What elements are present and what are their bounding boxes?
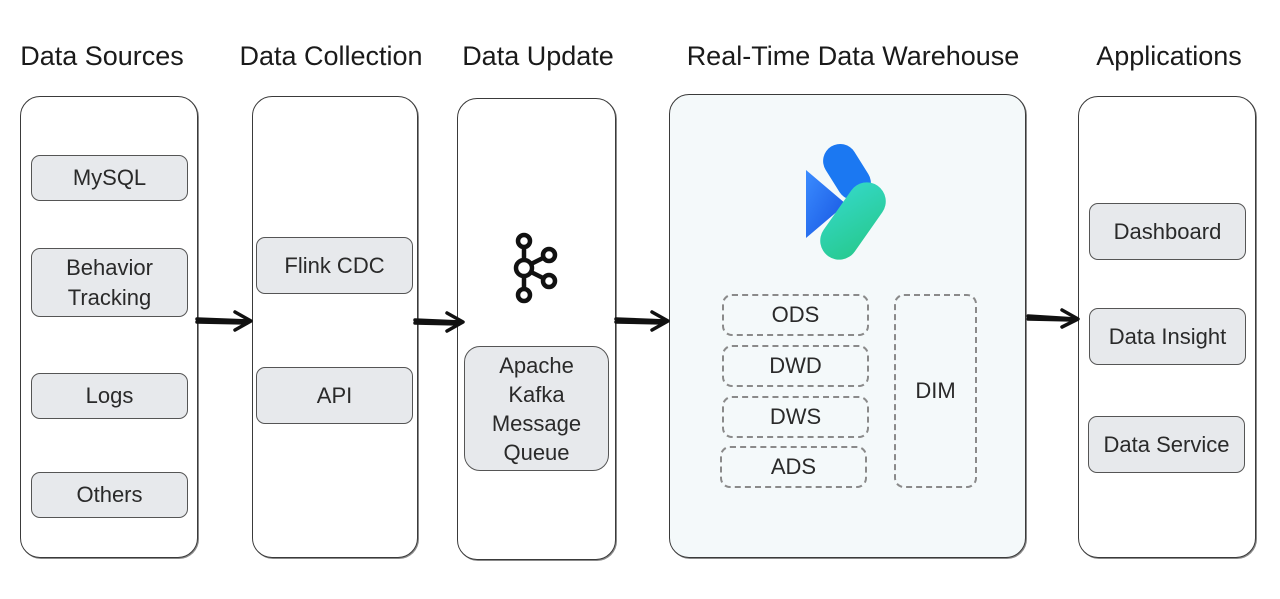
layer-ads: ADS xyxy=(720,446,867,488)
arrow-sources-to-collection xyxy=(195,310,253,332)
layer-ods: ODS xyxy=(722,294,869,336)
layer-dwd: DWD xyxy=(722,345,869,387)
layer-dws: DWS xyxy=(722,396,869,438)
data-collection-panel xyxy=(252,96,418,558)
layer-dim: DIM xyxy=(894,294,977,488)
kafka-logo-icon xyxy=(513,232,558,304)
heading-real-time-data-warehouse: Real-Time Data Warehouse xyxy=(686,41,1020,71)
app-item-data-service: Data Service xyxy=(1088,416,1245,473)
heading-data-update: Data Update xyxy=(462,41,614,71)
source-item-others: Others xyxy=(31,472,188,518)
kafka-message-queue-box: Apache Kafka Message Queue xyxy=(464,346,609,471)
source-item-mysql: MySQL xyxy=(31,155,188,201)
app-item-dashboard: Dashboard xyxy=(1089,203,1246,260)
source-item-logs: Logs xyxy=(31,373,188,419)
heading-data-collection: Data Collection xyxy=(239,41,423,71)
warehouse-logo-icon xyxy=(806,143,886,260)
collection-item-api: API xyxy=(256,367,413,424)
heading-data-sources: Data Sources xyxy=(20,41,184,71)
data-update-panel xyxy=(457,98,616,560)
arrow-update-to-warehouse xyxy=(614,310,670,332)
source-item-behavior-tracking: Behavior Tracking xyxy=(31,248,188,317)
app-item-data-insight: Data Insight xyxy=(1089,308,1246,365)
collection-item-flink-cdc: Flink CDC xyxy=(256,237,413,294)
arrow-warehouse-to-applications xyxy=(1026,308,1080,329)
arrow-collection-to-update xyxy=(413,311,465,333)
heading-applications: Applications xyxy=(1096,41,1242,71)
